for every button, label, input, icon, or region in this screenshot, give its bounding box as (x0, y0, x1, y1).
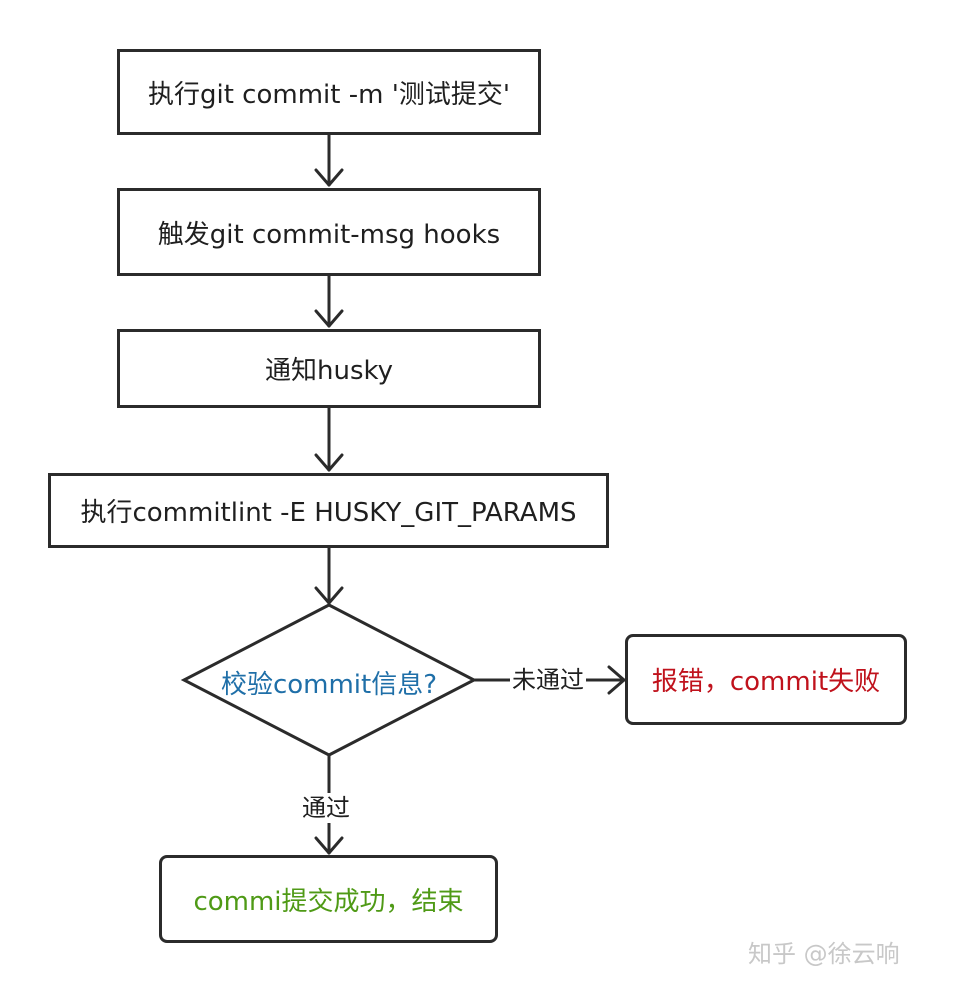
result-success: commi提交成功，结束 (159, 855, 498, 943)
edge-label-fail: 未通过 (510, 665, 586, 695)
result-fail: 报错，commit失败 (625, 634, 907, 725)
step-execute-git-commit: 执行git commit -m '测试提交' (117, 49, 541, 135)
decision-label: 校验commit信息? (220, 670, 438, 700)
watermark-text: 知乎 @徐云响 (748, 940, 900, 968)
step-execute-git-commit-label: 执行git commit -m '测试提交' (148, 79, 510, 110)
step-trigger-commit-msg-hooks: 触发git commit-msg hooks (117, 188, 541, 276)
edge-label-pass: 通过 (300, 793, 352, 823)
arrowhead-step1-step2 (314, 168, 344, 187)
arrowhead-step2-step3 (314, 309, 344, 328)
arrowhead-step4-decision (314, 586, 344, 605)
decision-diamond (180, 603, 478, 757)
result-success-label: commi提交成功，结束 (193, 886, 464, 917)
step-run-commitlint-label: 执行commitlint -E HUSKY_GIT_PARAMS (80, 498, 577, 528)
step-notify-husky-label: 通知husky (264, 356, 394, 386)
step-notify-husky: 通知husky (117, 329, 541, 408)
arrowhead-step3-step4 (314, 453, 344, 472)
arrowhead-decision-fail (607, 665, 626, 695)
step-run-commitlint: 执行commitlint -E HUSKY_GIT_PARAMS (48, 473, 609, 548)
arrowhead-decision-success (314, 836, 344, 855)
step-trigger-hooks-label: 触发git commit-msg hooks (157, 219, 501, 250)
result-fail-label: 报错，commit失败 (651, 667, 881, 697)
